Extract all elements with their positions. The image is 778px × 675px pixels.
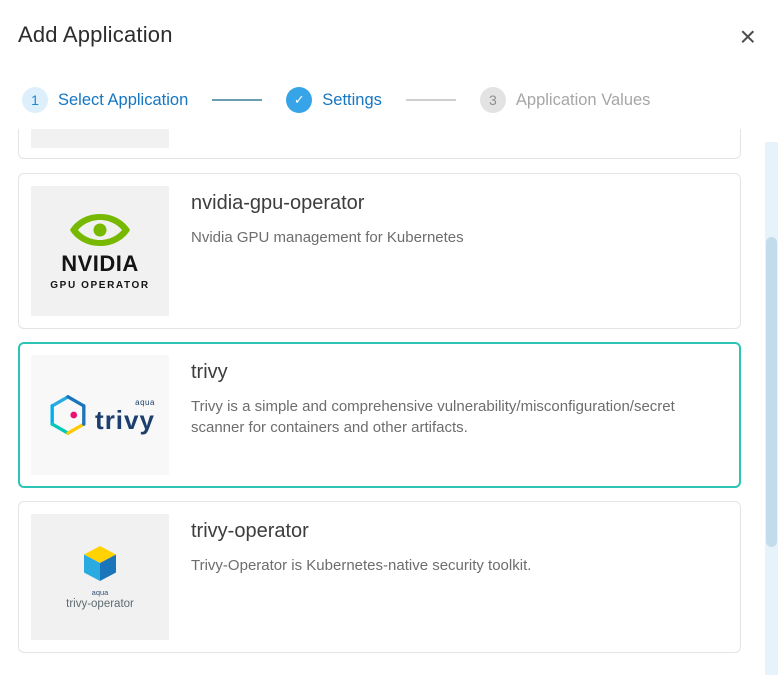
- stepper: 1 Select Application ✓ Settings 3 Applic…: [22, 87, 778, 113]
- step-connector-1: [212, 99, 263, 101]
- application-card-partial[interactable]: [18, 129, 741, 159]
- nvidia-eye-icon: [70, 214, 130, 246]
- application-card-nvidia-gpu-operator[interactable]: NVIDIA GPU OPERATOR nvidia-gpu-operator …: [18, 173, 741, 329]
- trivy-logo: aqua trivy: [31, 355, 169, 475]
- step-3-circle: 3: [479, 87, 506, 113]
- app-title: trivy: [191, 361, 228, 383]
- app-description: Trivy-Operator is Kubernetes-native secu…: [191, 557, 532, 574]
- check-icon: ✓: [286, 87, 313, 113]
- page-title: Add Application: [18, 22, 173, 47]
- trivy-aqua-wordmark: aqua: [135, 397, 155, 407]
- trivy-operator-aqua-wordmark: aqua: [91, 588, 109, 597]
- step-2-label: Settings: [322, 90, 382, 109]
- scrollbar-thumb[interactable]: [766, 237, 777, 547]
- step-select-application[interactable]: 1 Select Application: [22, 87, 188, 113]
- application-list: NVIDIA GPU OPERATOR nvidia-gpu-operator …: [18, 129, 741, 653]
- step-3-label: Application Values: [515, 90, 651, 109]
- app-title: trivy-operator: [191, 520, 309, 542]
- trivy-operator-cube-icon: [84, 546, 116, 581]
- trivy-operator-wordmark: trivy-operator: [66, 598, 134, 610]
- nvidia-gpu-operator-logo: NVIDIA GPU OPERATOR: [31, 186, 169, 316]
- application-card-trivy-operator[interactable]: aqua trivy-operator trivy-operator Trivy…: [18, 501, 741, 653]
- app-description: Trivy is a simple and comprehensive vuln…: [191, 398, 675, 436]
- step-1-label: Select Application: [58, 90, 189, 109]
- nvidia-wordmark: NVIDIA: [61, 251, 139, 276]
- trivy-hexagon-icon: [50, 395, 86, 435]
- trivy-wordmark: trivy: [95, 404, 155, 435]
- app-logo-placeholder: [31, 129, 169, 148]
- step-1-circle: 1: [22, 87, 48, 113]
- close-icon[interactable]: ×: [739, 21, 756, 52]
- trivy-operator-logo: aqua trivy-operator: [31, 514, 169, 640]
- scrollbar[interactable]: [765, 142, 778, 675]
- step-connector-2: [405, 99, 456, 101]
- step-settings[interactable]: ✓ Settings: [286, 87, 382, 113]
- app-description: Nvidia GPU management for Kubernetes: [191, 229, 464, 246]
- application-card-trivy[interactable]: aqua trivy trivy Trivy is a simple and c…: [18, 342, 741, 488]
- app-title: nvidia-gpu-operator: [191, 192, 365, 214]
- modal-header: Add Application ×: [0, 0, 778, 51]
- nvidia-gpu-operator-wordmark: GPU OPERATOR: [50, 280, 150, 291]
- step-application-values[interactable]: 3 Application Values: [479, 87, 651, 113]
